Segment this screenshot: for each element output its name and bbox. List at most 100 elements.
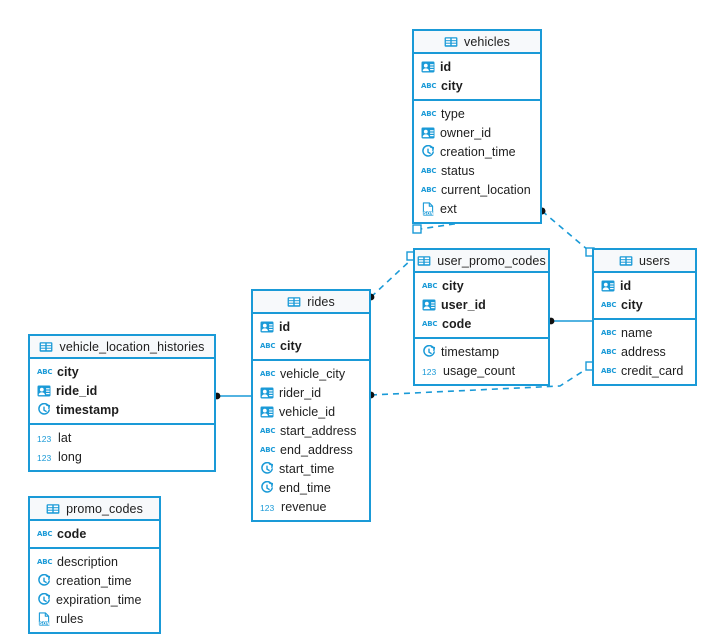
entity-title: users [638, 253, 671, 268]
field-row[interactable]: ABC city [253, 336, 369, 355]
field-row[interactable]: JSON rules [30, 609, 159, 628]
field-row[interactable]: end_time [253, 478, 369, 497]
field-label: lat [58, 430, 72, 445]
person-card-icon [37, 384, 51, 398]
field-row[interactable]: expiration_time [30, 590, 159, 609]
abc-icon: ABC [260, 341, 276, 350]
field-label: rules [56, 611, 84, 626]
abc-icon: ABC [37, 529, 53, 538]
relationship-user-promo-codes-to-users[interactable] [547, 317, 592, 325]
field-row[interactable]: start_time [253, 459, 369, 478]
entity-header[interactable]: promo_codes [30, 498, 159, 521]
clock-icon [421, 144, 435, 159]
entity-header[interactable]: rides [253, 291, 369, 314]
number-icon: 123 [422, 366, 437, 377]
field-row[interactable]: creation_time [414, 142, 540, 161]
field-row[interactable]: ABC address [594, 342, 695, 361]
field-row[interactable]: ride_id [30, 381, 214, 400]
field-row[interactable]: timestamp [415, 342, 548, 361]
table-icon [444, 35, 458, 49]
entity-header[interactable]: vehicle_location_histories [30, 336, 214, 359]
field-row[interactable]: owner_id [414, 123, 540, 142]
json-icon: JSON [37, 611, 51, 626]
field-label: status [441, 163, 475, 178]
person-card-icon [260, 320, 274, 334]
field-label: id [620, 278, 632, 293]
person-card-icon [421, 126, 435, 140]
entity-header[interactable]: users [594, 250, 695, 273]
abc-icon: ABC [601, 366, 617, 375]
clock-icon [260, 461, 274, 476]
field-label: start_time [279, 461, 335, 476]
abc-icon: ABC [601, 300, 617, 309]
table-icon [417, 254, 431, 268]
field-row[interactable]: creation_time [30, 571, 159, 590]
field-label: city [441, 78, 463, 93]
person-card-icon [421, 60, 435, 74]
relationship-rides-to-user-promo-codes[interactable] [367, 251, 416, 301]
field-label: vehicle_id [279, 404, 336, 419]
field-row[interactable]: 123 lat [30, 428, 214, 447]
clock-icon [37, 402, 51, 417]
clock-icon [260, 480, 274, 495]
relationship-vehicle-location-histories-to-rides[interactable] [213, 392, 251, 400]
abc-icon: ABC [601, 347, 617, 356]
entity-header[interactable]: user_promo_codes [415, 250, 548, 273]
field-label: timestamp [56, 402, 119, 417]
field-label: address [621, 344, 666, 359]
field-row[interactable]: vehicle_id [253, 402, 369, 421]
field-label: long [58, 449, 82, 464]
field-row[interactable]: timestamp [30, 400, 214, 419]
field-row[interactable]: ABC credit_card [594, 361, 695, 380]
field-label: timestamp [441, 344, 500, 359]
clock-icon [37, 592, 51, 607]
number-icon: 123 [37, 433, 52, 444]
field-label: vehicle_city [280, 366, 346, 381]
number-icon: 123 [260, 502, 275, 513]
crows-foot-many-marker [412, 224, 422, 234]
field-row[interactable]: id [253, 317, 369, 336]
field-label: code [57, 526, 87, 541]
field-row[interactable]: user_id [415, 295, 548, 314]
field-label: ride_id [56, 383, 98, 398]
field-label: code [442, 316, 472, 331]
entity-header[interactable]: vehicles [414, 31, 540, 54]
field-row[interactable]: id [594, 276, 695, 295]
person-card-icon [422, 298, 436, 312]
field-row[interactable]: id [414, 57, 540, 76]
field-label: city [280, 338, 302, 353]
field-row[interactable]: rider_id [253, 383, 369, 402]
field-label: credit_card [621, 363, 684, 378]
field-row[interactable]: ABC code [30, 524, 159, 543]
